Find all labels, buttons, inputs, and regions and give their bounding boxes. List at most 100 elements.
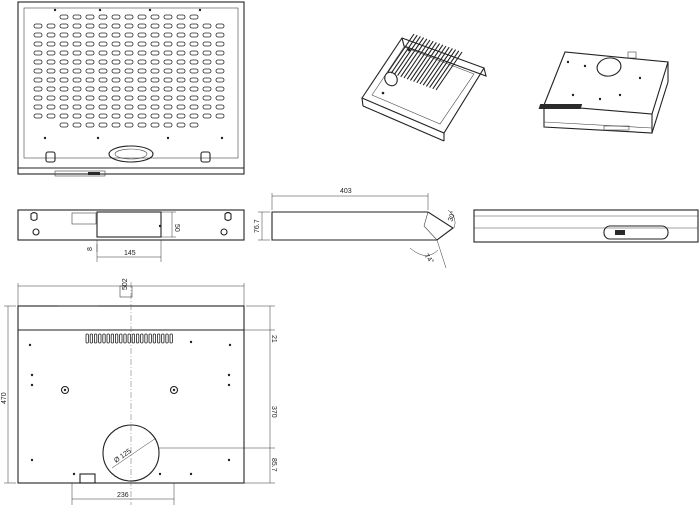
vent-slot [189,104,199,110]
plan-outlet-dia-label: Ø 125 [113,448,133,465]
vent-slot [150,41,160,47]
vent-slot [215,41,225,47]
vent-slot [33,59,43,65]
grille-bar [432,50,460,90]
front-view [17,1,245,177]
vent-slot [59,68,69,74]
vent-slot [137,41,147,47]
vent-slot [72,122,82,128]
vent-slot [94,333,98,344]
vent-slot [176,122,186,128]
vent-slot [111,95,121,101]
vent-slot [163,23,173,29]
vent-slot [189,23,199,29]
vent-slot [137,86,147,92]
vent-slot [85,104,95,110]
vent-slot [163,14,173,20]
vent-slot [163,95,173,101]
vent-slot [189,59,199,65]
bottom-front-view [473,209,699,243]
vent-slot [111,59,121,65]
vent-slot [111,14,121,20]
vent-slot [98,77,108,83]
vent-slot [98,68,108,74]
marker-dot [53,8,57,12]
marker-dot [198,8,202,12]
vent-slot [137,77,147,83]
vent-slot [202,59,212,65]
vent-slot [98,104,108,110]
vent-slot [189,77,199,83]
vent-slot [111,41,121,47]
vent-slot [33,77,43,83]
marker-dot [96,136,100,140]
vent-slot [163,32,173,38]
vent-slot [131,333,135,344]
vent-slot [176,86,186,92]
vent-slot [137,68,147,74]
vent-slot [169,333,173,344]
vent-slot [124,59,134,65]
vent-slot [59,86,69,92]
vent-slot [163,50,173,56]
vent-slot [72,59,82,65]
iso-view-underside [361,33,487,142]
vent-slot [202,86,212,92]
vent-slot [98,86,108,92]
vent-slot [150,23,160,29]
vent-slot [137,113,147,119]
vent-slot [46,32,56,38]
vent-slot [59,23,69,29]
vent-slot [137,23,147,29]
vent-slot [137,95,147,101]
vent-slot [165,333,169,344]
vent-slot [33,95,43,101]
vent-slot [85,23,95,29]
vent-slot [124,68,134,74]
vent-slot [137,14,147,20]
vent-slot [189,32,199,38]
vent-slot [102,333,106,344]
vent-slot [98,59,108,65]
vent-slot [124,50,134,56]
vent-slot [115,333,119,344]
vent-slot [176,113,186,119]
vent-slot [124,113,134,119]
iso-grille [387,33,463,91]
plan-outlet-pos-label: 236 [117,492,129,499]
rear-offset-label: 8 [87,247,94,251]
vent-slot [176,59,186,65]
vent-slot [33,32,43,38]
vent-slot [72,104,82,110]
vent-slot [215,23,225,29]
vent-slot [137,122,147,128]
marker-dot [148,8,152,12]
vent-slot [163,41,173,47]
vent-slot [163,104,173,110]
vent-slot [72,95,82,101]
vent-slot [176,50,186,56]
grille-bar [413,43,441,82]
vent-slot [124,86,134,92]
vent-slot [59,113,69,119]
vent-slot [85,122,95,128]
vent-slot [176,14,186,20]
vent-slot [111,122,121,128]
vent-slot [202,77,212,83]
vent-slot [85,14,95,20]
vent-slot [150,113,160,119]
vent-slot [124,23,134,29]
vent-slot [124,14,134,20]
vent-slot [111,32,121,38]
vent-slot [215,113,225,119]
vent-slot [85,113,95,119]
vent-slot [150,86,160,92]
vent-slot [202,104,212,110]
vent-slot [85,77,95,83]
vent-slot [72,50,82,56]
vent-slot [124,77,134,83]
vent-slot [189,41,199,47]
grille-bar [429,49,457,88]
vent-slot [150,68,160,74]
vent-slot [150,32,160,38]
